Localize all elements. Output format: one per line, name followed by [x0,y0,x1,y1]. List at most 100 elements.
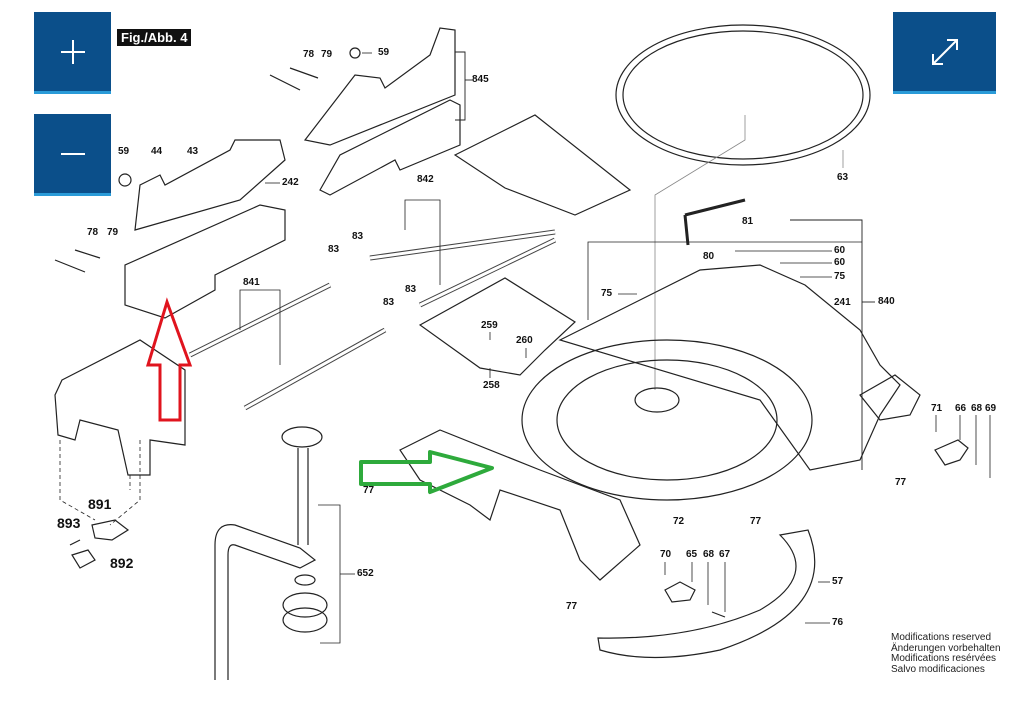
ring-part-63 [615,24,871,166]
dashed-link [59,440,141,526]
callout-66: 66 [955,403,967,414]
lever-65 [664,581,696,603]
callout-83: 83 [405,284,417,295]
callout-75: 75 [601,288,613,299]
callout-83: 83 [383,297,395,308]
callout-71: 71 [931,403,943,414]
fence-part-43 [124,204,286,319]
modifications-notice: Modifications reserved Änderungen vorbeh… [891,632,1001,675]
bracket-840 [790,219,863,470]
clamp-pad [282,592,328,618]
callout-63: 63 [837,172,849,183]
callout-59: 59 [378,47,390,58]
callout-841: 841 [243,277,260,288]
callout-70: 70 [660,549,672,560]
fullscreen-button[interactable] [893,12,996,94]
fence-part-44 [134,139,286,231]
screw-78a2 [269,74,301,91]
callout-652: 652 [357,568,374,579]
plus-icon [60,39,85,64]
callout-891: 891 [88,496,112,512]
figure-label: Fig./Abb. 4 [117,29,192,46]
callout-79: 79 [321,49,333,60]
callout-241: 241 [834,297,851,308]
miter-arm [399,429,641,581]
screw-78b [74,249,101,259]
expand-arrows-icon [931,38,958,65]
notice-line: Salvo modificaciones [891,663,985,675]
callout-892: 892 [110,555,134,571]
callout-77: 77 [566,601,578,612]
callout-79: 79 [107,227,119,238]
callout-77: 77 [895,477,907,488]
callout-83: 83 [352,231,364,242]
callout-78: 78 [87,227,99,238]
clamp-washer [294,574,316,586]
callout-69: 69 [985,403,997,414]
knob-59b [118,173,132,187]
bracket-842 [404,199,441,285]
callout-68: 68 [971,403,983,414]
callout-260: 260 [516,335,533,346]
knob-892 [71,549,96,569]
handle-bracket [859,374,921,421]
ring-part-63-inner [622,30,864,160]
clamp-pad2 [282,607,328,633]
clamp-bar [214,524,317,680]
callout-44: 44 [151,146,163,157]
callout-57: 57 [832,576,844,587]
callout-80: 80 [703,251,715,262]
callout-72: 72 [673,516,685,527]
hex-key-81 [684,198,746,217]
turntable-inner [556,359,778,481]
callout-893: 893 [57,515,81,531]
callout-259: 259 [481,320,498,331]
support-bracket-258 [418,277,576,376]
notice-line: Modifications reserved [891,632,992,643]
callout-840: 840 [878,296,895,307]
minus-icon [60,152,85,155]
zoom-in-button[interactable] [34,12,111,94]
clamp-knob [281,426,323,448]
callout-59: 59 [118,146,130,157]
callout-258: 258 [483,380,500,391]
notice-line: Änderungen vorbehalten [891,642,1001,654]
screw-78b2 [54,259,86,273]
pin-67 [711,611,726,618]
rod-842b-fill [419,238,556,307]
fence-part-845-lower [319,99,461,196]
hex-key-81b [683,214,690,246]
notice-line: Modifications resérvées [891,653,997,664]
callout-845: 845 [472,74,489,85]
callout-78: 78 [303,49,315,60]
callout-75: 75 [834,271,846,282]
callout-81: 81 [742,216,754,227]
callout-68: 68 [703,549,715,560]
callout-65: 65 [686,549,698,560]
screw-893 [69,539,81,546]
callout-76: 76 [832,617,844,628]
extension-table [453,114,632,216]
callout-77: 77 [363,485,375,496]
screw-78a [289,67,319,79]
rod-841a-fill [189,283,331,357]
bracket-75b [587,241,600,320]
left-base [54,339,186,476]
callout-77: 77 [750,516,762,527]
callout-83: 83 [328,244,340,255]
bracket-652 [318,504,341,644]
callout-67: 67 [719,549,731,560]
lever-66 [934,439,969,466]
bracket-841 [239,289,281,365]
callout-43: 43 [187,146,199,157]
main-base-right [558,264,901,471]
callout-242: 242 [282,177,299,188]
turntable-hub [634,387,680,413]
knob-59a [349,47,361,59]
bevel-scale-57 [597,529,816,659]
rod-842a-fill [369,230,556,260]
zoom-out-button[interactable] [34,114,111,196]
turntable [521,339,813,501]
fence-part-845 [303,27,456,146]
